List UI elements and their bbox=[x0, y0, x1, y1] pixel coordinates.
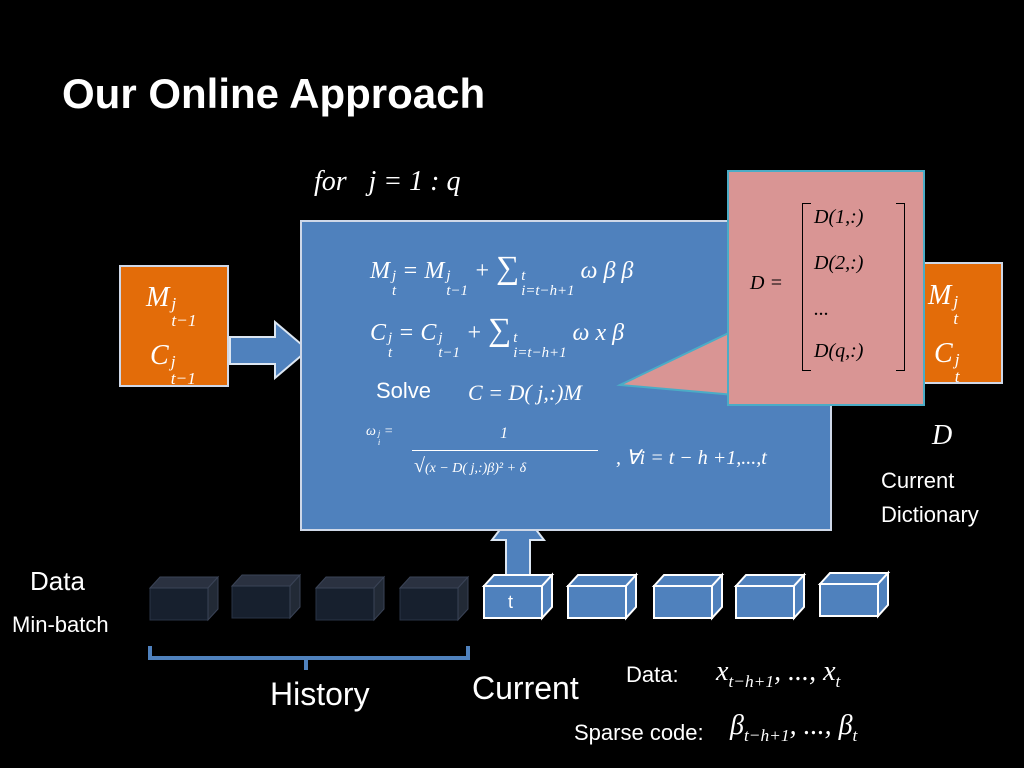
dict-symbol: D bbox=[932, 420, 953, 451]
loop-header: for j = 1 : q bbox=[314, 165, 460, 198]
eq1-lhs-sup: j bbox=[392, 268, 397, 285]
dict-row-3: ... bbox=[814, 298, 829, 320]
t-label: t bbox=[508, 592, 514, 612]
omega-condition: , ∀i = t − h +1,...,t bbox=[616, 447, 767, 469]
future-block bbox=[817, 570, 891, 619]
history-blocks bbox=[148, 573, 470, 622]
loop-keyword: for bbox=[314, 166, 347, 197]
omega-denominator: √(x − D( j,:)β)² + δ bbox=[414, 455, 527, 477]
dict-matrix-bracket-left bbox=[802, 203, 811, 371]
omega-numerator: 1 bbox=[500, 425, 508, 442]
data-expr-label: Data: bbox=[626, 662, 679, 687]
sparse-expr: βt−h+1, ..., βt bbox=[730, 710, 858, 745]
current-state-box bbox=[918, 262, 1003, 384]
dict-row-4: D(q,:) bbox=[814, 340, 864, 362]
data-expr: xt−h+1, ..., xt bbox=[716, 656, 841, 691]
dict-label-current: Current bbox=[881, 468, 955, 493]
loop-range: j = 1 : q bbox=[368, 166, 461, 197]
omega-fraction-bar bbox=[412, 450, 598, 451]
future-block bbox=[733, 572, 807, 621]
slide-title: Our Online Approach bbox=[62, 70, 486, 117]
history-block bbox=[230, 573, 302, 620]
prev-state-box bbox=[119, 265, 229, 387]
dict-row-2: D(2,:) bbox=[814, 252, 864, 274]
history-block bbox=[314, 575, 386, 622]
sparse-label: Sparse code: bbox=[574, 720, 704, 745]
history-brace bbox=[148, 646, 470, 670]
minbatch-label: Min-batch bbox=[12, 612, 109, 637]
dict-row-1: D(1,:) bbox=[814, 206, 864, 228]
history-block bbox=[148, 575, 220, 622]
solve-label: Solve bbox=[376, 378, 432, 403]
data-label: Data bbox=[30, 566, 85, 596]
history-label: History bbox=[270, 676, 370, 712]
future-block bbox=[651, 572, 725, 621]
future-block bbox=[565, 572, 639, 621]
callout-tail-cover bbox=[729, 330, 735, 396]
solve-equation: C = D( j,:)M bbox=[468, 380, 582, 405]
current-blocks bbox=[481, 570, 891, 621]
dict-matrix-bracket-right bbox=[896, 203, 905, 371]
dict-label-dictionary: Dictionary bbox=[881, 502, 979, 527]
dictionary-callout bbox=[727, 170, 925, 406]
history-block bbox=[398, 575, 470, 622]
current-block bbox=[481, 572, 555, 621]
right-arrow bbox=[229, 319, 310, 381]
current-label: Current bbox=[472, 670, 579, 706]
dict-matrix-lhs: D = bbox=[750, 272, 783, 294]
eq1-lhs-sub: t bbox=[392, 283, 397, 300]
